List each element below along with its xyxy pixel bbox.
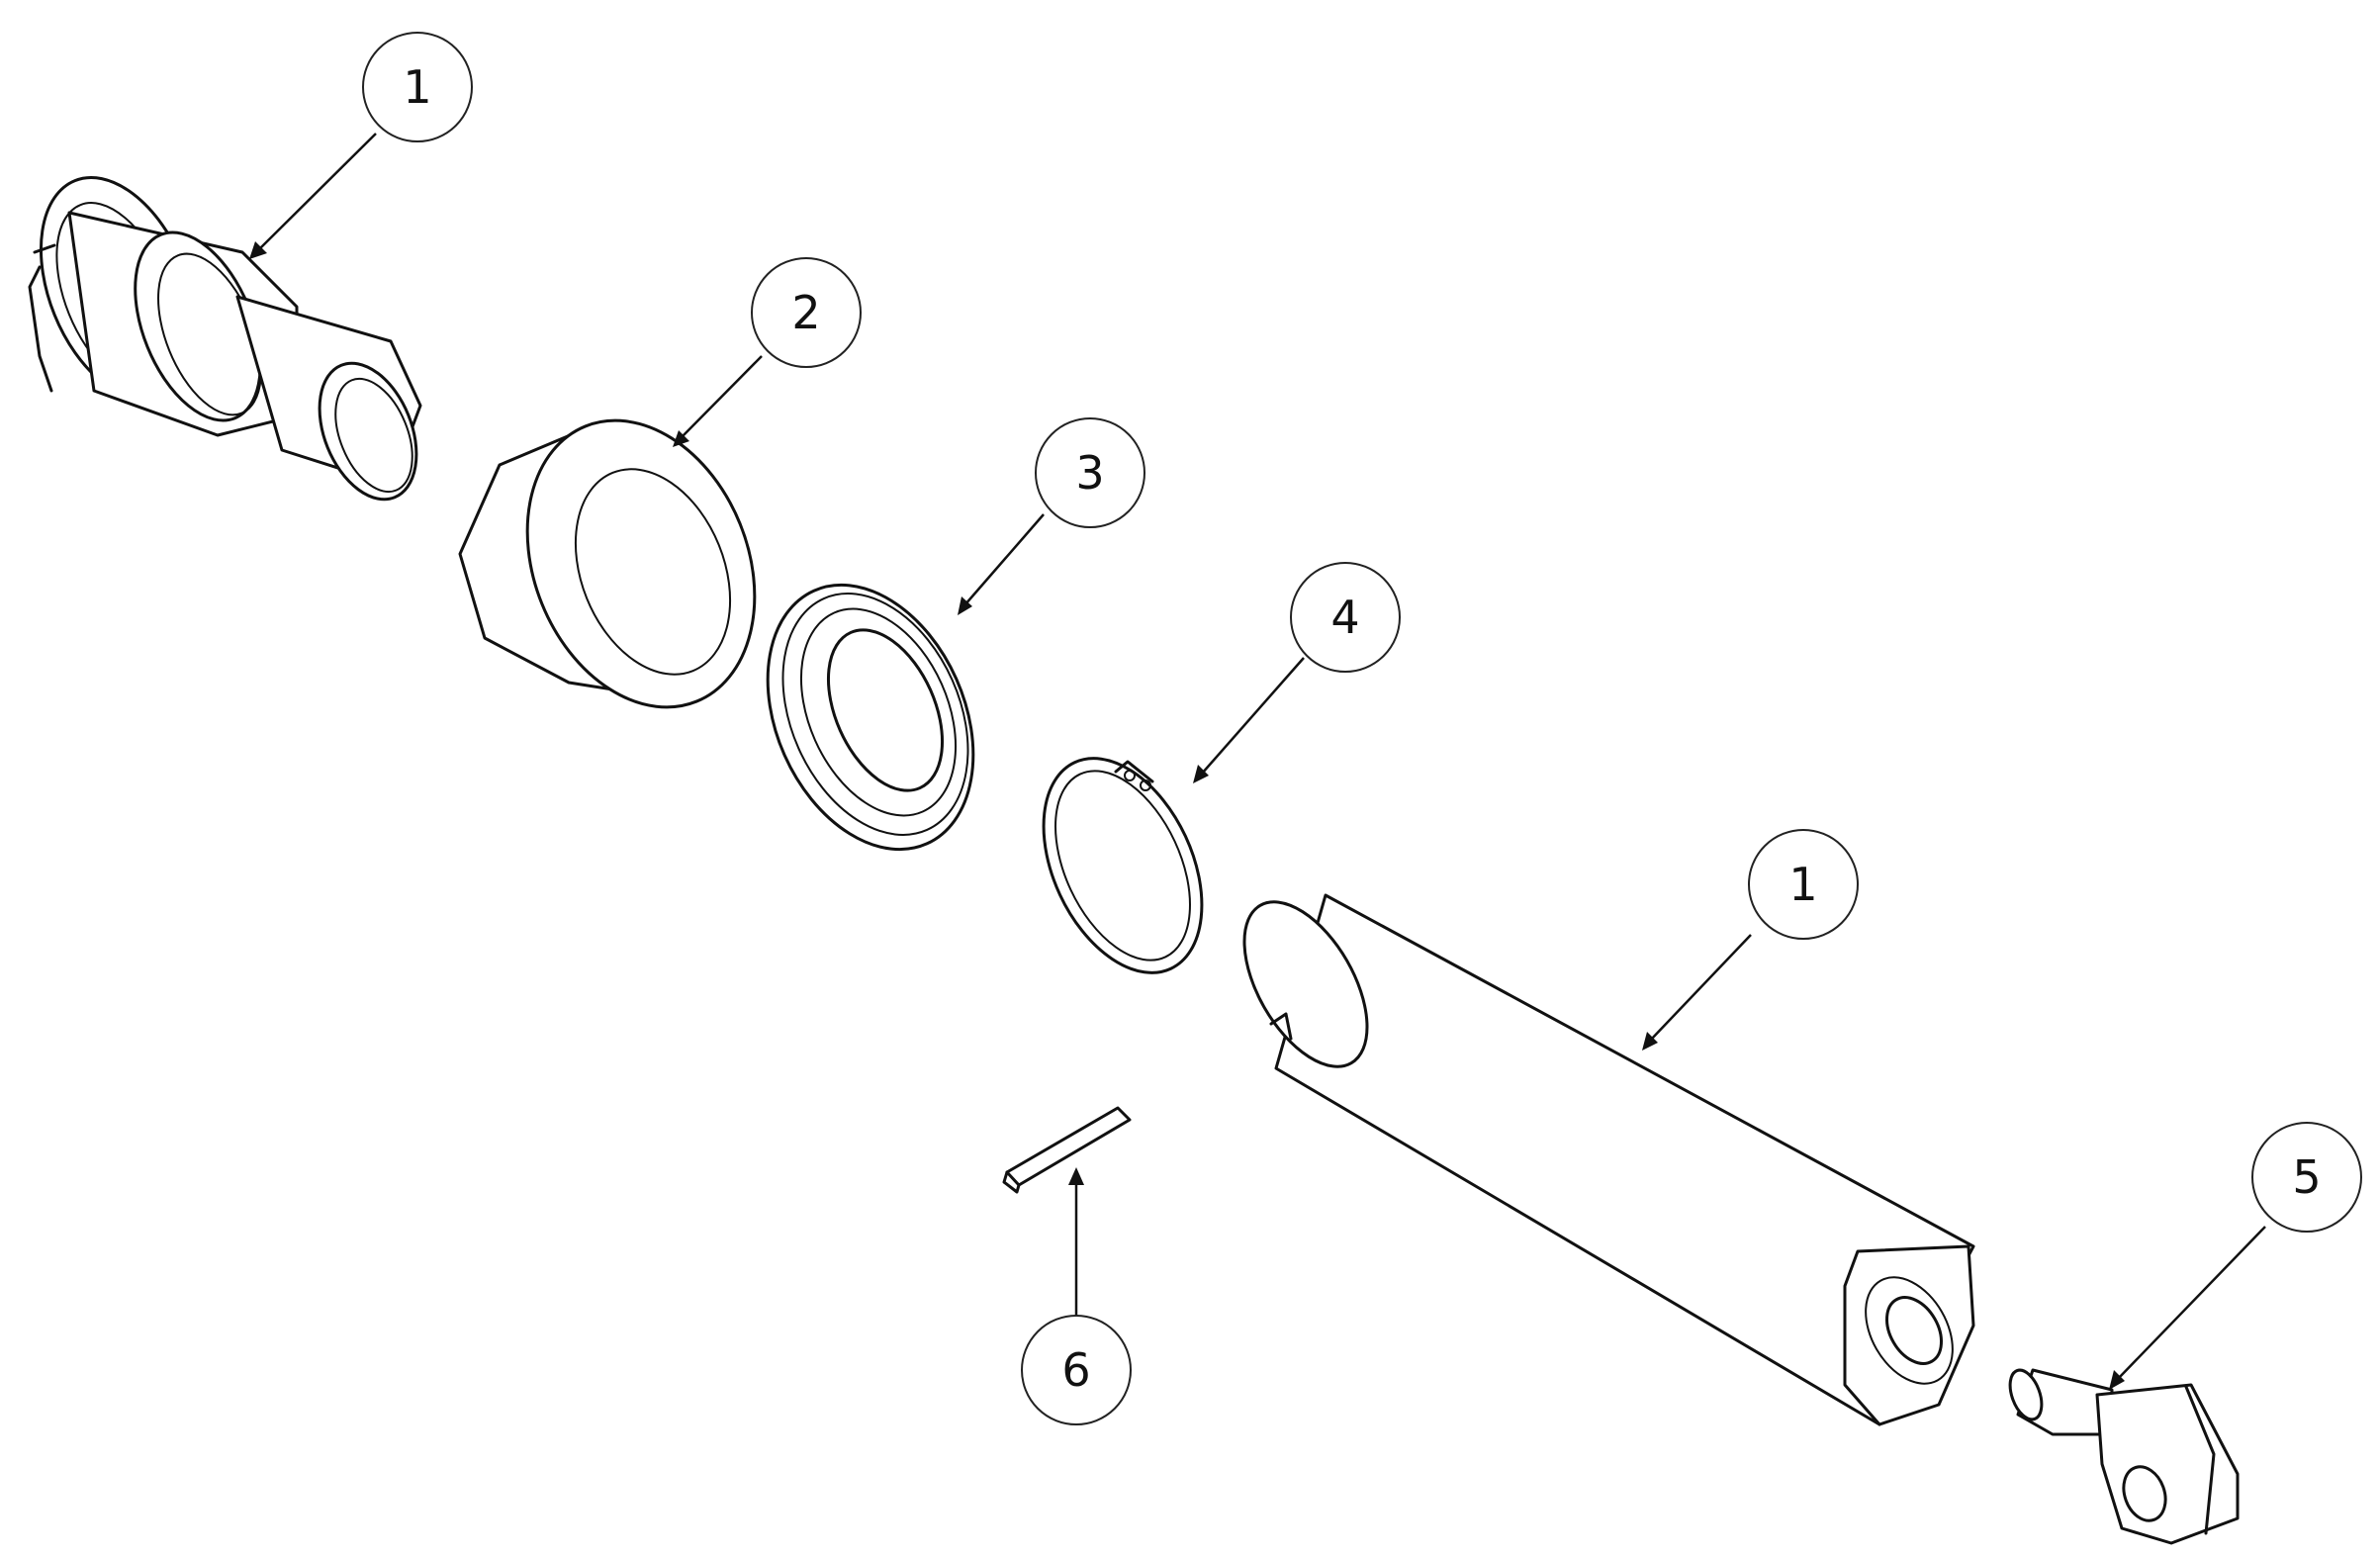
balloon-label: 3 [1075,446,1104,500]
part-shaft-stepped [28,175,422,502]
balloon-1-right: 1 [1748,829,1859,940]
part-clevis-pin [2008,1368,2240,1545]
balloon-4: 4 [1290,562,1401,673]
balloon-label: 4 [1330,591,1359,644]
balloon-label: 2 [791,286,820,339]
balloon-1-top: 1 [362,32,473,142]
part-bushing [458,418,757,709]
balloon-label: 1 [1788,858,1817,911]
balloon-5: 5 [2251,1122,2362,1233]
part-bearing [766,583,975,852]
balloon-label: 5 [2292,1150,2321,1204]
balloon-3: 3 [1035,417,1145,528]
part-key [1002,1106,1132,1194]
part-long-pin [1242,893,1975,1426]
balloon-2: 2 [751,257,862,368]
balloon-label: 6 [1061,1343,1090,1397]
leader-lines [249,133,2266,1390]
balloon-label: 1 [403,60,431,114]
balloon-6: 6 [1021,1315,1132,1425]
part-retaining-ring [1042,757,1204,974]
